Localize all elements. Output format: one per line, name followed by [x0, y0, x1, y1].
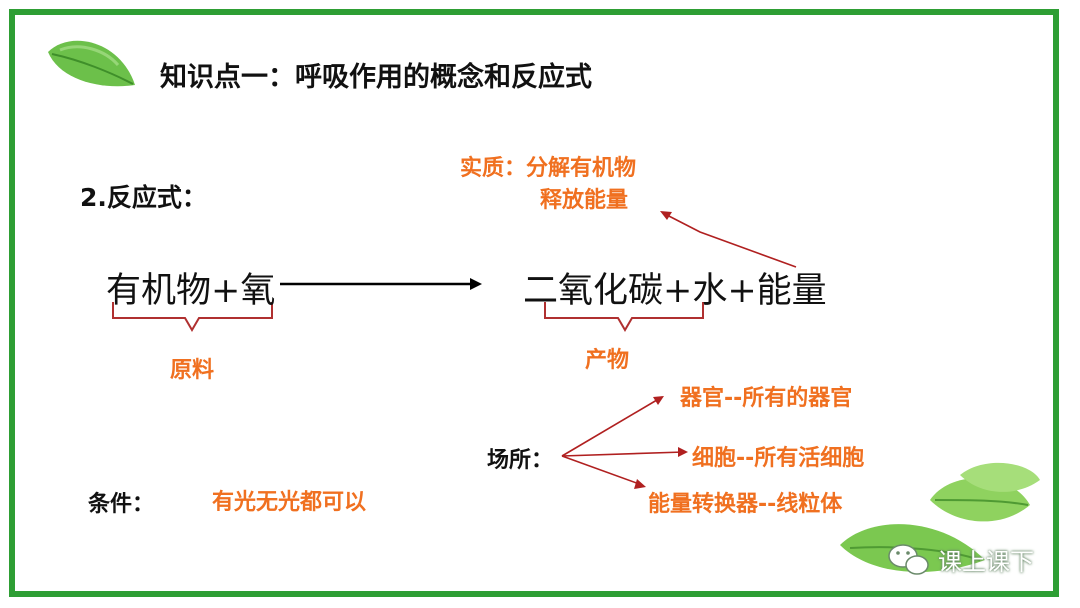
leaves-icon — [840, 462, 1040, 572]
section-subhead: 2.反应式： — [80, 183, 207, 212]
watermark-text: 课上课下 — [938, 548, 1034, 576]
reactants-text: 有机物+氧 — [106, 271, 276, 311]
slide-frame — [9, 9, 1059, 597]
condition-value: 有光无光都可以 — [212, 490, 367, 515]
place-item-cell: 细胞--所有活细胞 — [692, 446, 865, 471]
wechat-icon — [888, 544, 929, 575]
page-title: 知识点一：呼吸作用的概念和反应式 — [160, 62, 592, 93]
place-label: 场所： — [487, 448, 554, 473]
leaf-icon — [48, 40, 135, 87]
products-text: 二氧化碳+水+能量 — [523, 271, 827, 311]
product-label: 产物 — [585, 348, 630, 373]
essence-line-1: 实质：分解有机物 — [460, 156, 637, 181]
condition-label: 条件： — [88, 492, 155, 517]
place-item-mitochondria: 能量转换器--线粒体 — [648, 492, 843, 517]
essence-line-2: 释放能量 — [540, 188, 629, 213]
raw-material-label: 原料 — [170, 358, 215, 383]
place-item-organ: 器官--所有的器官 — [680, 386, 853, 411]
